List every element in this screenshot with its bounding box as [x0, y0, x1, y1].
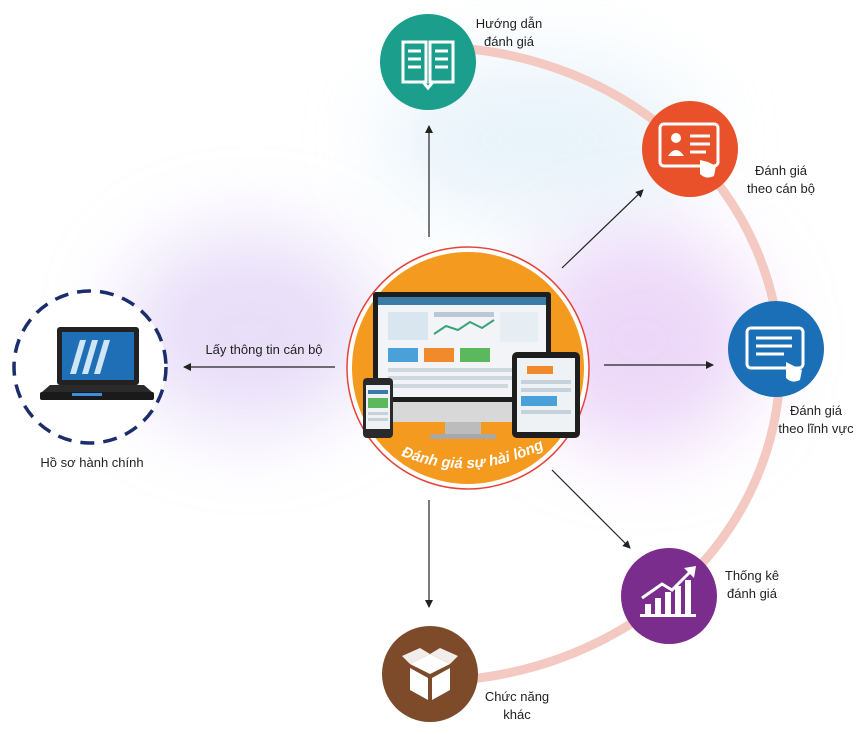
label-lay-thong-tin: Lấy thông tin cán bộ [194, 341, 334, 359]
node-theo-linh-vuc-circle[interactable] [728, 301, 824, 397]
laptop-icon [40, 327, 154, 400]
arrow-to-theo-can-bo [562, 190, 643, 268]
label-ho-so-hanh-chinh: Hồ sơ hành chính [12, 454, 172, 472]
phone-device-icon [363, 378, 393, 438]
node-huong-dan-circle[interactable] [380, 14, 476, 110]
node-theo-can-bo-circle[interactable] [642, 101, 738, 197]
arrow-to-thong-ke [552, 470, 630, 548]
tablet-device-icon [512, 352, 580, 438]
